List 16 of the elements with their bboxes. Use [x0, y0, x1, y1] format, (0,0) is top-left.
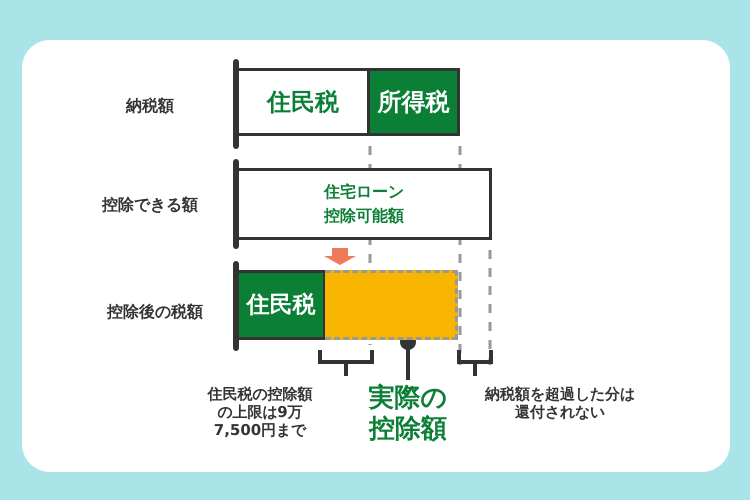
- row-label: 納税額: [124, 95, 175, 117]
- deduction-area: [325, 270, 458, 340]
- tax-box: [367, 68, 460, 136]
- node-text: 住宅ローン控除可能額: [322, 181, 405, 227]
- block-arrow: [324, 248, 356, 265]
- node-text: 所得税: [378, 87, 450, 118]
- deduction-box: [236, 168, 492, 240]
- note-text: 納税額を超過した分は還付されない: [484, 385, 636, 421]
- node-text: 住民税: [246, 290, 316, 320]
- note-text: 住民税の控除額の上限は9万7,500円まで: [206, 385, 314, 439]
- row-label: 控除できる額: [100, 194, 199, 216]
- node-text: 実際の控除額: [368, 383, 448, 445]
- node-text: 住民税: [267, 87, 339, 118]
- row-label: 控除後の税額: [106, 301, 204, 323]
- tax-box: [236, 68, 370, 136]
- tax-box: [236, 270, 326, 340]
